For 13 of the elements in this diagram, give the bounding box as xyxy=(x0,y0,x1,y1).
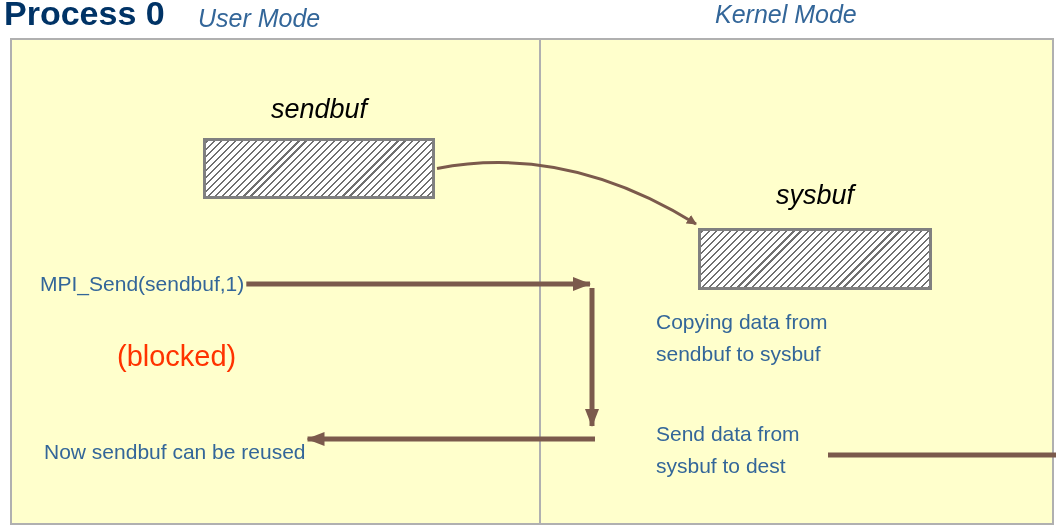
status-text: (blocked) xyxy=(117,340,238,372)
arrow xyxy=(306,432,595,446)
buffer-label: sendbuf xyxy=(269,94,371,125)
step-text: Copying data from sendbuf to sysbuf xyxy=(656,309,829,367)
buffer-label: sysbuf xyxy=(698,180,932,211)
curved-arrow xyxy=(436,161,697,226)
step-text: Now sendbuf can be reused xyxy=(44,436,306,468)
title: Process 0 xyxy=(4,0,165,33)
arrow xyxy=(246,277,591,291)
panel-heading: Kernel Mode xyxy=(715,0,857,29)
panel-heading: User Mode xyxy=(198,4,321,33)
step-text: MPI_Send(sendbuf,1) xyxy=(40,268,245,300)
step-text: Send data from sysbuf to dest xyxy=(656,418,826,482)
